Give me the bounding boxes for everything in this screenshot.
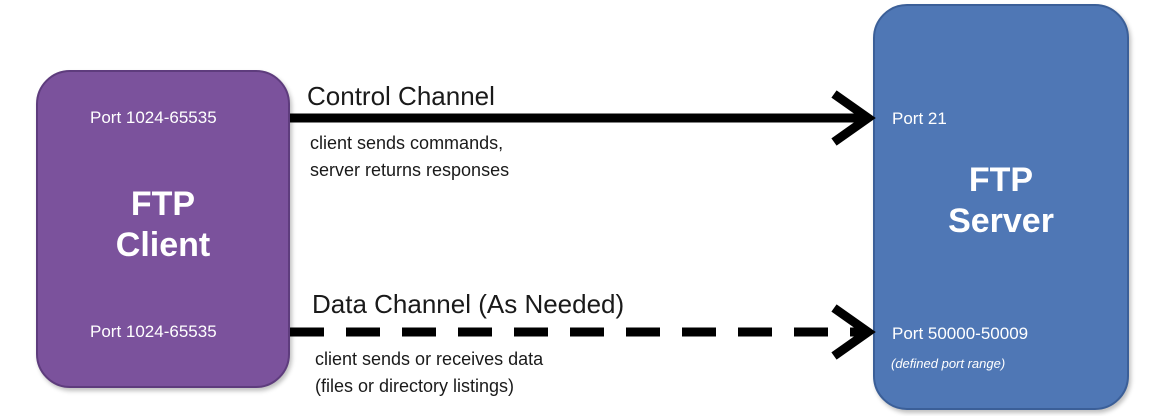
client-title-line1: FTP xyxy=(130,185,196,223)
data-channel-arrow xyxy=(290,304,876,360)
server-data-port-label: Port 50000-50009 xyxy=(892,324,1029,343)
client-control-port-label: Port 1024-65535 xyxy=(90,108,217,127)
control-channel-desc-line1: client sends commands, xyxy=(310,133,504,153)
data-channel-desc-line2: (files or directory listings) xyxy=(315,376,515,396)
server-title-line1: FTP xyxy=(968,161,1034,199)
server-data-port-note: (defined port range) xyxy=(891,356,1006,371)
server-control-port-label: Port 21 xyxy=(892,109,947,128)
client-data-port-label: Port 1024-65535 xyxy=(90,322,217,341)
data-channel-title: Data Channel (As Needed) xyxy=(312,289,625,319)
client-title: FTP Client xyxy=(36,184,290,266)
control-channel-description: client sends commands, server returns re… xyxy=(310,130,509,184)
control-channel-arrow xyxy=(290,90,876,146)
control-channel-title: Control Channel xyxy=(307,81,495,111)
control-channel-desc-line2: server returns responses xyxy=(310,160,510,180)
data-channel-description: client sends or receives data (files or … xyxy=(315,346,543,400)
data-channel-desc-line1: client sends or receives data xyxy=(315,349,544,369)
client-title-line2: Client xyxy=(115,225,211,264)
ftp-client-box xyxy=(36,70,290,388)
server-title: FTP Server xyxy=(873,160,1129,242)
server-title-line2: Server xyxy=(948,201,1054,240)
ftp-server-box xyxy=(873,4,1129,410)
